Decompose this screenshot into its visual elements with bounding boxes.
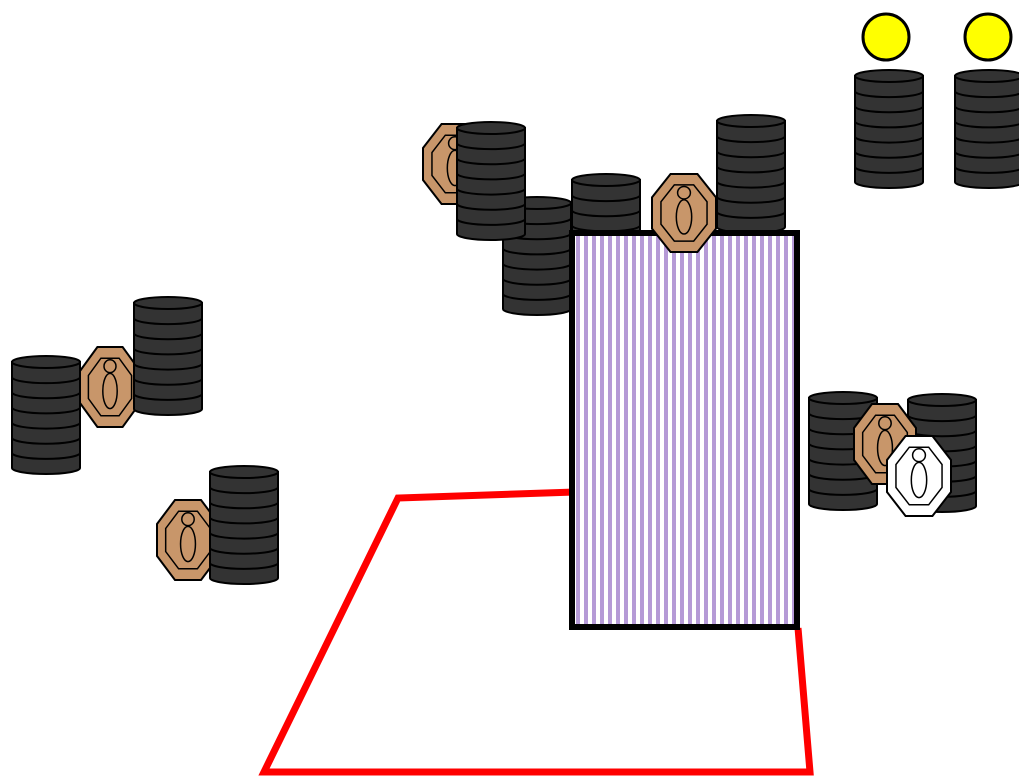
- paper-target-icon: [156, 499, 220, 581]
- paper-target-icon: [79, 346, 141, 428]
- steel-plate-icon: [963, 12, 1013, 62]
- barrel-stack-icon: [209, 465, 279, 585]
- barrel-stack-icon: [954, 69, 1019, 189]
- no-shoot-target-icon: [886, 435, 952, 517]
- barrel-stack-icon: [854, 69, 924, 189]
- barrel-stack-icon: [716, 114, 786, 234]
- shooting-area-fault-line: [258, 488, 814, 776]
- barrel-stack-icon: [456, 121, 526, 241]
- vision-barrier-wall: [569, 230, 800, 630]
- steel-plate-icon: [861, 12, 911, 62]
- barrel-stack-icon: [133, 296, 203, 416]
- paper-target-icon: [651, 173, 717, 253]
- barrel-stack-icon: [11, 355, 81, 475]
